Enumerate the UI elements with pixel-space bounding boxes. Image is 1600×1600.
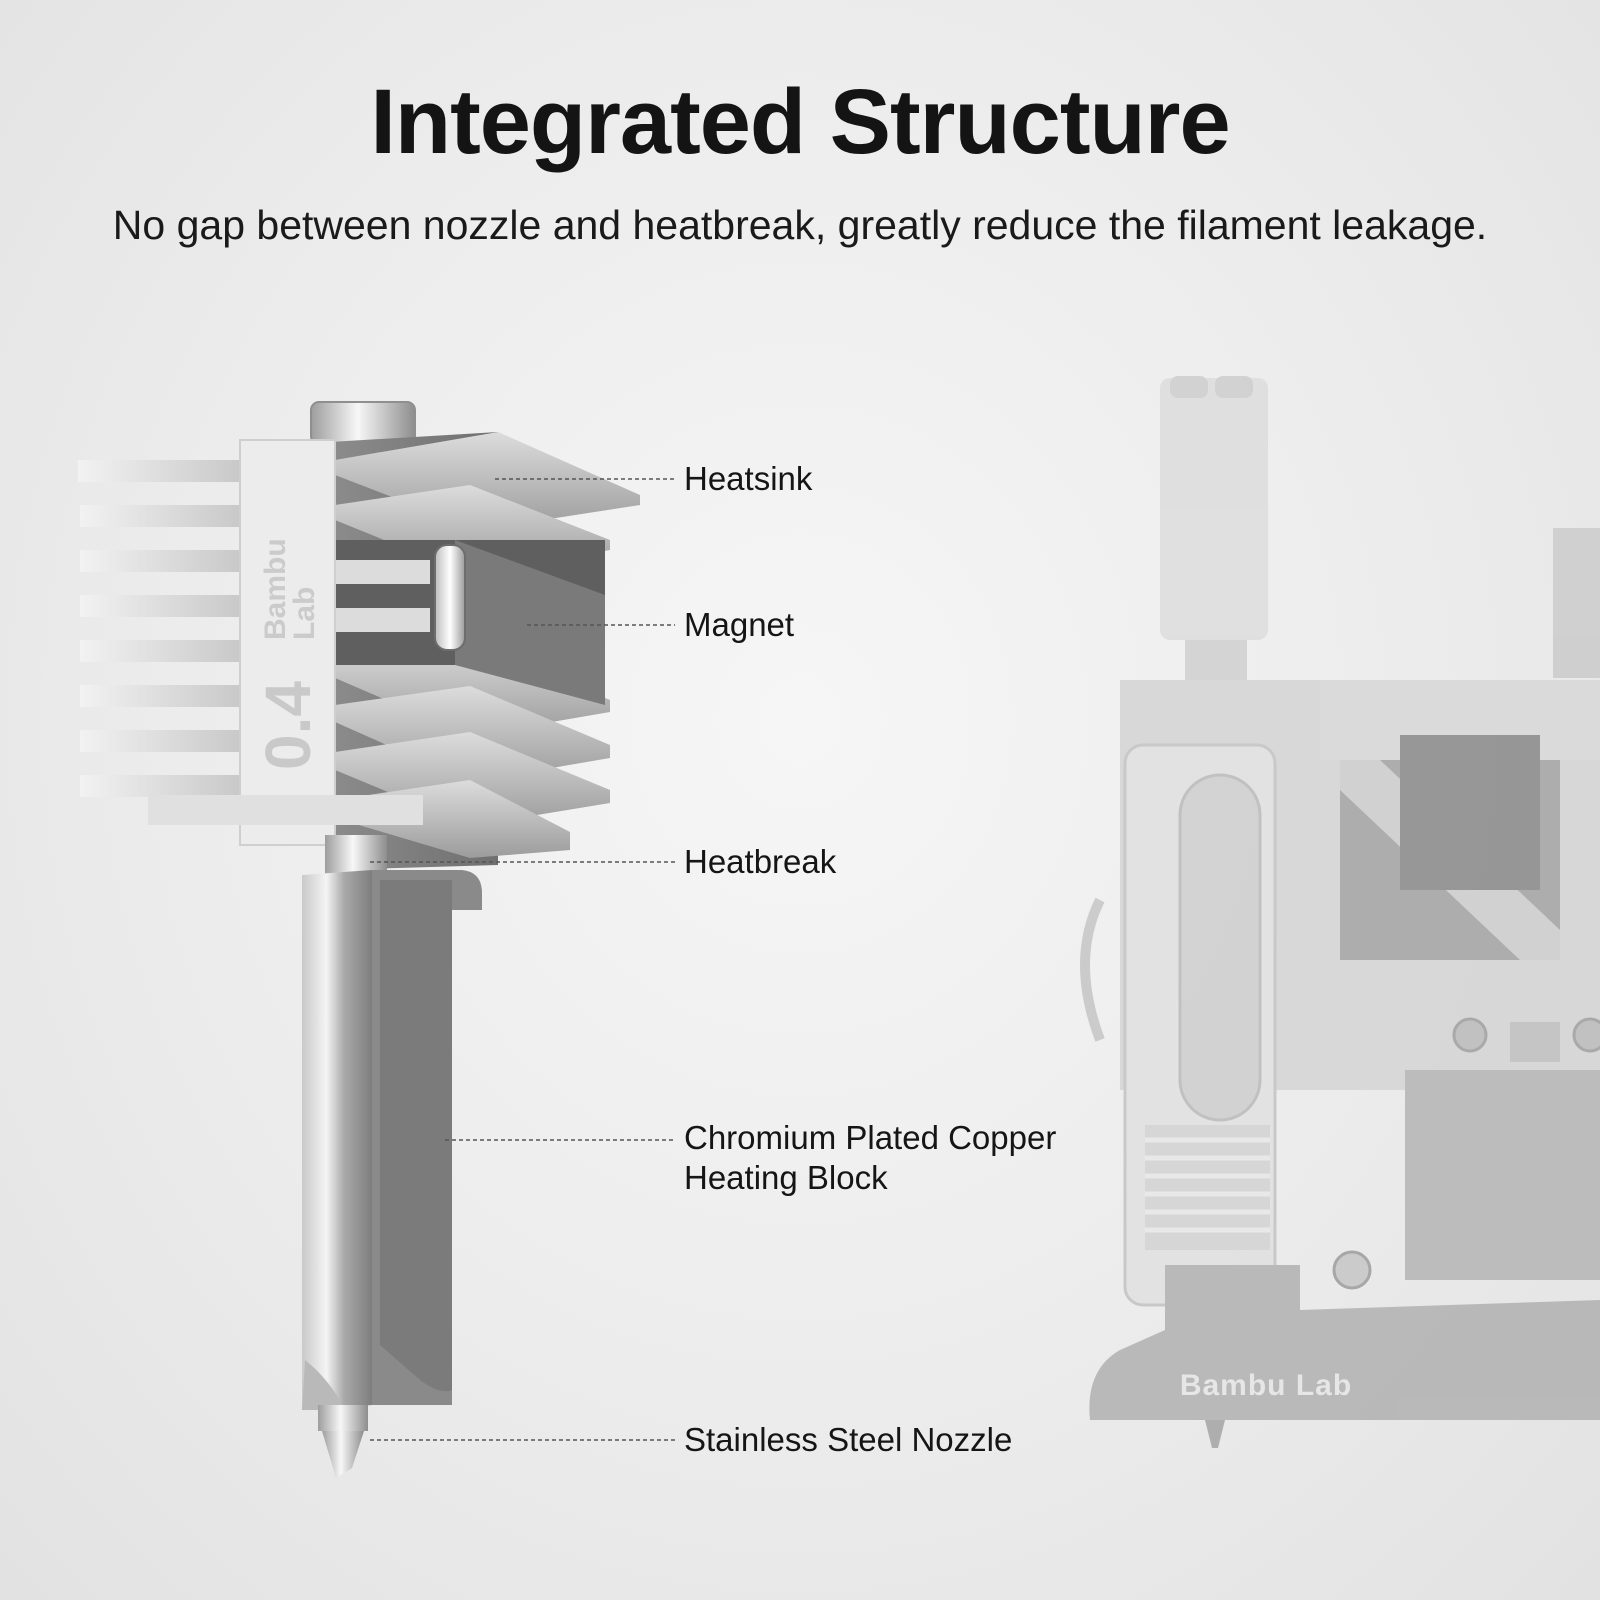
nozzle-size-marking: 0.4 [252, 681, 324, 770]
heatbreak [325, 835, 387, 875]
toolhead-image: Bambu Lab [1080, 376, 1600, 1448]
magnet [434, 544, 466, 651]
brand-marking-line2: Lab [288, 587, 321, 640]
heating-block [302, 870, 482, 1410]
page-subtitle: No gap between nozzle and heatbreak, gre… [112, 202, 1488, 248]
leader-lines [370, 478, 675, 1441]
callout-heatsink: Heatsink [684, 459, 812, 499]
callout-heatbreak-label: Heatbreak [684, 843, 837, 880]
hotend-image: 0.4 Bambu Lab [78, 401, 640, 1478]
callout-heatbreak: Heatbreak [684, 842, 836, 882]
callout-heating-block: Chromium Plated Copper Heating Block [684, 1118, 1056, 1198]
nozzle [318, 1405, 368, 1478]
toolhead-brand-text: Bambu Lab [1180, 1369, 1352, 1402]
callout-nozzle: Stainless Steel Nozzle [684, 1420, 1012, 1460]
callout-heatsink-label: Heatsink [684, 460, 813, 497]
callout-magnet: Magnet [684, 605, 794, 645]
callout-magnet-label: Magnet [684, 606, 795, 643]
brand-marking-line1: Bambu [259, 538, 292, 640]
heatsink-front-fins [78, 460, 243, 797]
callout-heating-block-line1: Chromium Plated Copper [684, 1119, 1057, 1156]
page-title: Integrated Structure [370, 71, 1230, 173]
callout-heating-block-line2: Heating Block [684, 1159, 888, 1196]
callout-nozzle-label: Stainless Steel Nozzle [684, 1421, 1013, 1458]
